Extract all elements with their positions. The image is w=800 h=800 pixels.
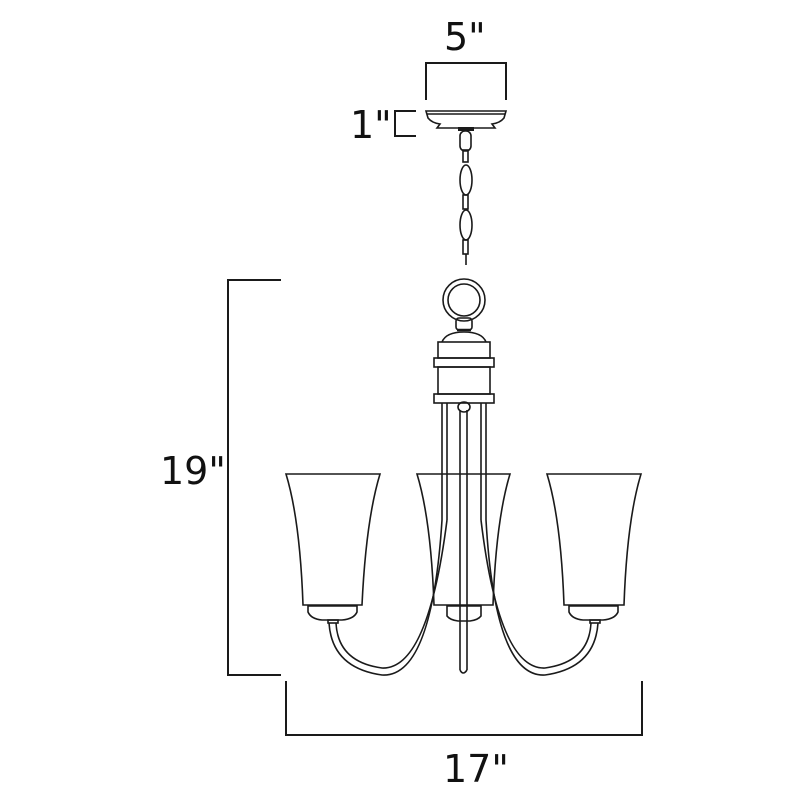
canopy-width-bracket <box>425 62 507 100</box>
center-body <box>433 278 495 674</box>
center-shade <box>415 473 512 622</box>
height-bracket <box>227 279 281 676</box>
chain <box>459 130 473 265</box>
canopy-width-label: 5" <box>444 15 486 59</box>
canopy-height-bracket <box>394 110 416 137</box>
canopy-height-label: 1" <box>350 103 392 147</box>
left-shade <box>284 473 382 624</box>
width-bracket <box>285 681 643 736</box>
right-shade <box>545 473 643 624</box>
width-label: 17" <box>443 747 509 791</box>
height-label: 19" <box>160 449 226 493</box>
right-arm <box>480 519 599 676</box>
canopy <box>424 110 508 131</box>
